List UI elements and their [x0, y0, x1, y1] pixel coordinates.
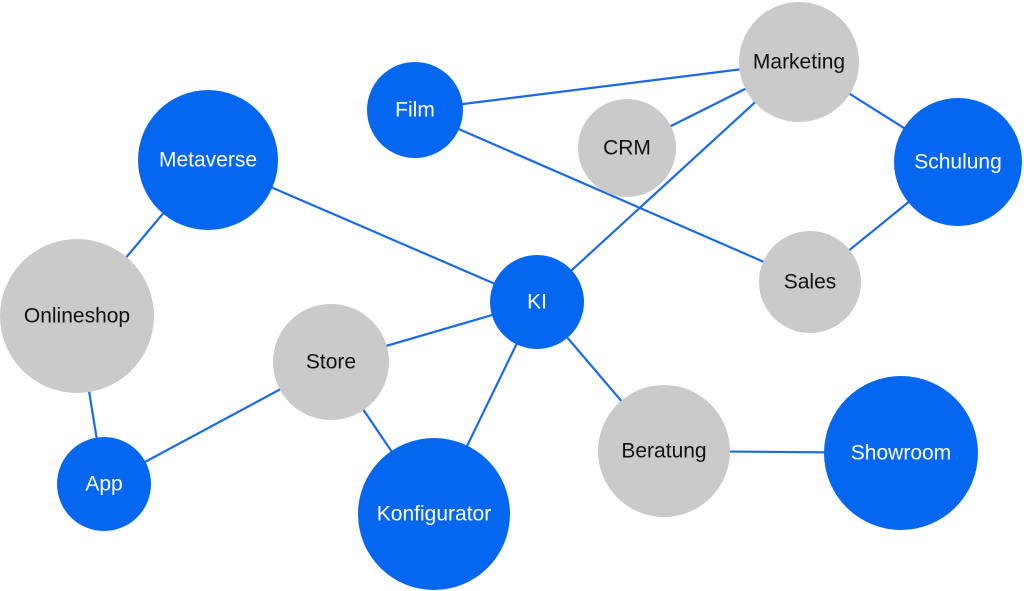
node-circle-metaverse [138, 90, 278, 230]
node-crm: CRM [578, 99, 676, 197]
node-showroom: Showroom [824, 376, 978, 530]
node-app: App [57, 437, 151, 531]
node-circle-schulung [894, 98, 1022, 226]
node-marketing: Marketing [739, 2, 859, 122]
node-konfigurator: Konfigurator [358, 438, 510, 590]
node-circle-konfigurator [358, 438, 510, 590]
node-circle-film [367, 62, 463, 158]
node-label-konfigurator: Konfigurator [377, 503, 491, 526]
node-metaverse: Metaverse [138, 90, 278, 230]
node-ki: KI [490, 255, 584, 349]
node-circle-ki [490, 255, 584, 349]
edge-film-sales [414, 108, 811, 284]
node-circle-store [273, 304, 389, 420]
node-label-store: Store [306, 351, 356, 374]
node-circle-marketing [739, 2, 859, 122]
node-onlineshop: Onlineshop [0, 239, 154, 393]
node-store: Store [273, 304, 389, 420]
node-circle-beratung [598, 385, 730, 517]
node-circle-onlineshop [0, 239, 154, 393]
edge-film-marketing [414, 60, 800, 112]
node-label-film: Film [395, 99, 435, 122]
node-label-schulung: Schulung [914, 151, 1002, 174]
node-label-beratung: Beratung [621, 440, 706, 463]
node-beratung: Beratung [598, 385, 730, 517]
node-circle-crm [578, 99, 676, 197]
node-sales: Sales [759, 231, 861, 333]
node-label-marketing: Marketing [753, 51, 845, 74]
node-film: Film [367, 62, 463, 158]
node-label-showroom: Showroom [851, 442, 951, 465]
node-schulung: Schulung [894, 98, 1022, 226]
node-label-crm: CRM [603, 137, 651, 160]
node-label-sales: Sales [784, 271, 837, 294]
node-label-app: App [85, 473, 122, 496]
node-label-onlineshop: Onlineshop [24, 305, 130, 328]
node-circle-sales [759, 231, 861, 333]
node-label-ki: KI [527, 291, 547, 314]
node-circle-showroom [824, 376, 978, 530]
node-circle-app [57, 437, 151, 531]
node-label-metaverse: Metaverse [159, 149, 257, 172]
